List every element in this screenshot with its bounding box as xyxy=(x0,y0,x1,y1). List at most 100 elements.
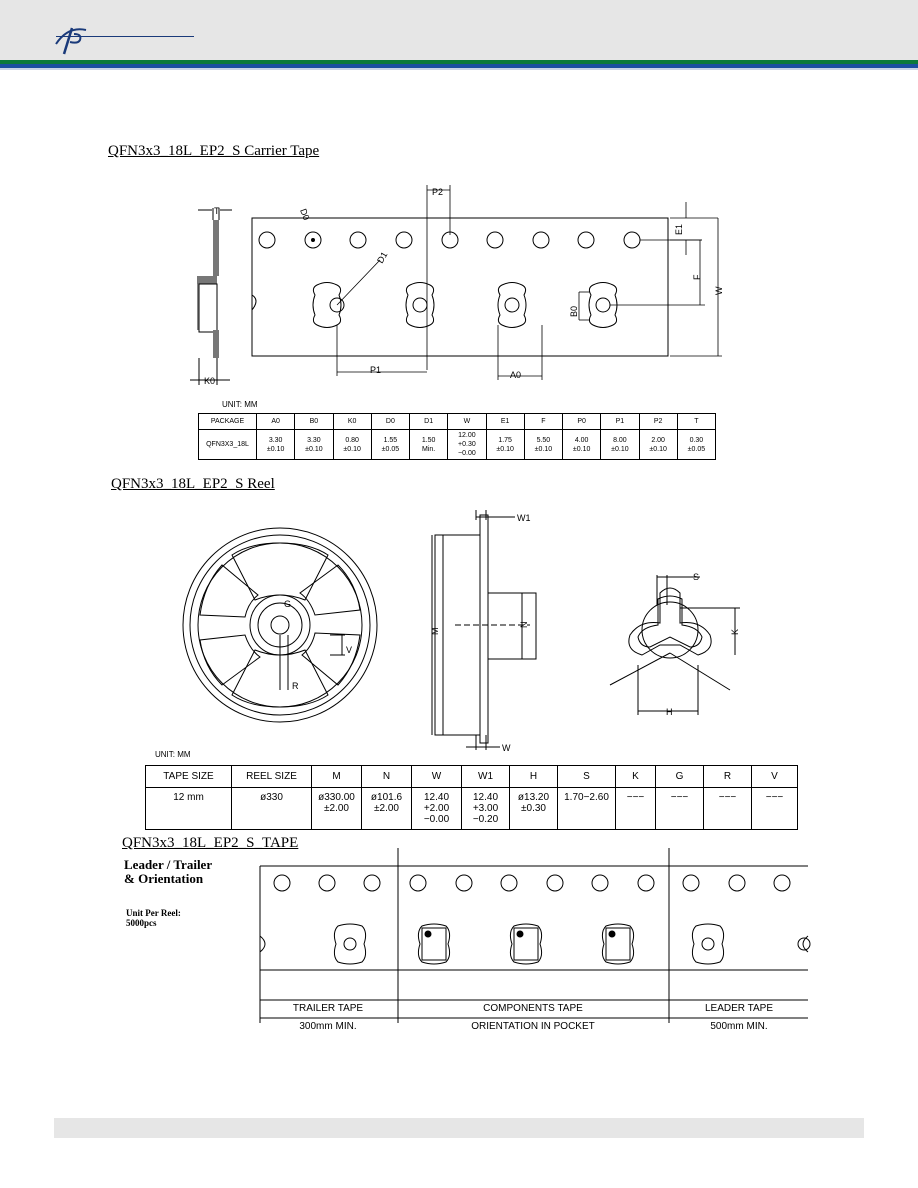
dim-label-f: F xyxy=(692,274,702,280)
tape-header-cell-1: A0 xyxy=(255,413,296,430)
tape-header-cell-4: D0 xyxy=(370,413,411,430)
tape-header-cell-7: E1 xyxy=(485,413,525,430)
carrier-tape-title: QFN3x3_18L_EP2_S Carrier Tape xyxy=(108,143,320,159)
reel-title: QFN3x3_18L_EP2_S Reel xyxy=(111,476,275,492)
dim-label-d1: D1 xyxy=(375,250,389,265)
dim-label-t: T xyxy=(214,206,220,216)
leader-tape-label: LEADER TAPE xyxy=(705,1003,773,1014)
dim-label-v: V xyxy=(346,645,352,655)
reel-value-cell-5: 12.40 +3.00 −0.20 xyxy=(461,787,510,830)
header-stripe-light xyxy=(0,68,918,70)
reel-value-cell-4: 12.40 +2.00 −0.00 xyxy=(411,787,462,830)
reel-header-cell-9: G xyxy=(655,765,704,788)
tape-value-cell-1: 3.30 ±0.10 xyxy=(255,429,296,460)
leader-tape-length: 500mm MIN. xyxy=(710,1021,768,1032)
components-tape-label: COMPONENTS TAPE xyxy=(483,1003,583,1014)
reel-header-cell-7: S xyxy=(557,765,616,788)
dim-label-s: S xyxy=(693,572,699,582)
pockets xyxy=(251,282,618,328)
tape-value-cell-3: 0.80 ±0.10 xyxy=(332,429,372,460)
tape-value-cell-7: 1.75 ±0.10 xyxy=(485,429,525,460)
tape-unit-label: UNIT: MM xyxy=(222,400,258,409)
dim-label-a0: A0 xyxy=(510,370,521,380)
tape-value-cell-8: 5.50 ±0.10 xyxy=(523,429,564,460)
dim-label-b0: B0 xyxy=(569,306,579,317)
dim-label-e1: E1 xyxy=(674,224,684,235)
page-header xyxy=(0,0,918,60)
dim-label-n: N xyxy=(519,622,529,629)
reel-header-cell-5: W1 xyxy=(461,765,510,788)
trailer-tape-length: 300mm MIN. xyxy=(299,1021,357,1032)
dim-label-r: R xyxy=(292,681,299,691)
sprocket-holes xyxy=(258,231,641,249)
orientation-holes xyxy=(273,874,791,892)
tape-header-cell-0: PACKAGE xyxy=(198,413,257,430)
components-tape-note: ORIENTATION IN POCKET xyxy=(471,1021,595,1032)
tape-value-cell-4: 1.55 ±0.05 xyxy=(370,429,411,460)
reel-header-cell-10: R xyxy=(703,765,752,788)
tape-value-cell-9: 4.00 ±0.10 xyxy=(561,429,602,460)
dim-label-d0: D0 xyxy=(298,207,311,221)
dim-label-p2: P2 xyxy=(432,187,443,197)
reel-hub-detail xyxy=(609,575,740,715)
tape-value-cell-12: 0.30 ±0.05 xyxy=(676,429,717,460)
tape-value-cell-0: QFN3X3_18L xyxy=(198,429,257,460)
orientation-pockets xyxy=(259,923,811,965)
tape-header-cell-8: F xyxy=(523,413,564,430)
reel-value-cell-7: 1.70−2.60 xyxy=(557,787,616,830)
unit-per-reel-value: 5000pcs xyxy=(126,918,157,928)
dim-label-p1: P1 xyxy=(370,365,381,375)
unit-per-reel-label: Unit Per Reel: xyxy=(126,908,181,918)
header-rule xyxy=(56,36,194,37)
tape-header-cell-6: W xyxy=(447,413,487,430)
reel-value-cell-11: −−− xyxy=(751,787,798,830)
header-stripe-blue xyxy=(0,64,918,68)
dimension-lines xyxy=(336,185,722,380)
reel-value-cell-9: −−− xyxy=(655,787,704,830)
tape-header-cell-9: P0 xyxy=(561,413,602,430)
dim-label-w1: W1 xyxy=(517,513,531,523)
company-logo xyxy=(55,27,87,55)
page-footer xyxy=(54,1118,864,1138)
tape-value-cell-5: 1.50 Min. xyxy=(408,429,449,460)
tape-side-profile xyxy=(190,208,232,385)
dim-label-m: M xyxy=(430,628,440,636)
reel-drawing: W1M N W S K H G V R xyxy=(182,510,740,753)
reel-front-view xyxy=(182,527,378,723)
reel-header-cell-4: W xyxy=(411,765,462,788)
reel-header-cell-8: K xyxy=(615,765,656,788)
reel-value-cell-10: −−− xyxy=(703,787,752,830)
tape-header-cell-10: P1 xyxy=(600,413,640,430)
tape-header-cell-2: B0 xyxy=(294,413,334,430)
dim-label-k0: K0 xyxy=(204,376,215,386)
tape-header-cell-5: D1 xyxy=(408,413,449,430)
reel-header-cell-1: REEL SIZE xyxy=(231,765,312,788)
header-stripe-green xyxy=(0,60,918,64)
reel-unit-label: UNIT: MM xyxy=(155,750,191,759)
dim-label-w: W xyxy=(502,743,511,753)
reel-value-cell-8: −−− xyxy=(615,787,656,830)
reel-value-cell-0: 12 mm xyxy=(145,787,232,830)
reel-header-cell-3: N xyxy=(361,765,412,788)
dim-label-h: H xyxy=(666,707,673,717)
orientation-title: & Orientation xyxy=(124,871,204,886)
dim-label-k: K xyxy=(730,629,740,635)
reel-value-cell-2: ø330.00 ±2.00 xyxy=(311,787,362,830)
reel-header-cell-6: H xyxy=(509,765,558,788)
tape-value-cell-11: 2.00 ±0.10 xyxy=(638,429,678,460)
trailer-tape-label: TRAILER TAPE xyxy=(292,1003,364,1014)
tape-header-cell-12: T xyxy=(676,413,717,430)
dim-label-w: W xyxy=(714,286,724,295)
leader-trailer-title: Leader / Trailer xyxy=(124,857,213,872)
tape-value-cell-2: 3.30 ±0.10 xyxy=(294,429,334,460)
dim-label-g: G xyxy=(284,599,291,609)
reel-value-cell-1: ø330 xyxy=(231,787,312,830)
reel-header-cell-2: M xyxy=(311,765,362,788)
reel-value-cell-6: ø13.20 ±0.30 xyxy=(509,787,558,830)
orientation-tape-drawing xyxy=(259,848,811,1023)
tape-header-cell-11: P2 xyxy=(638,413,678,430)
reel-side-view xyxy=(431,510,537,750)
